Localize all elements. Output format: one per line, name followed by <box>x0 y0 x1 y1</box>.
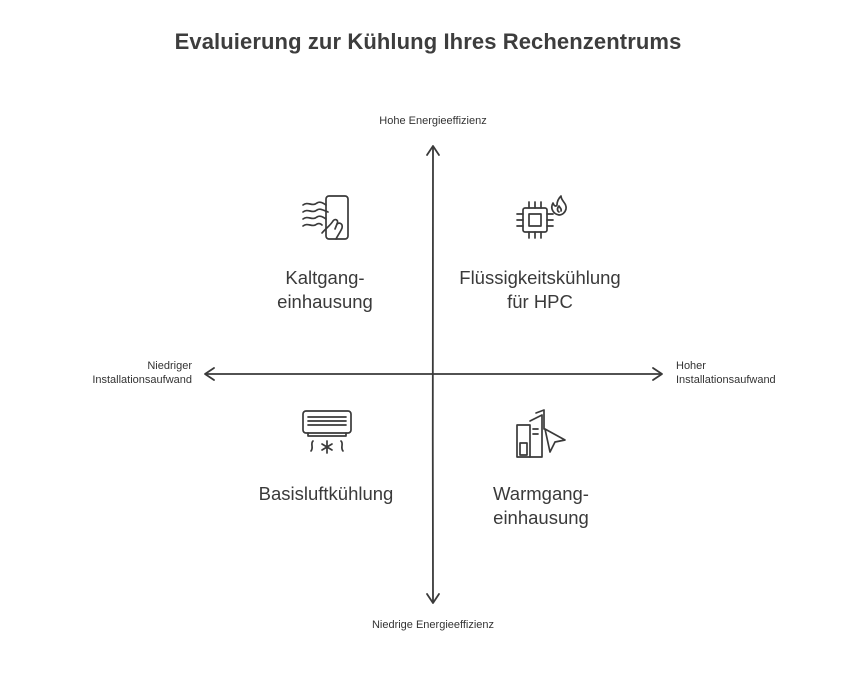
quadrant-label-bottom-right-line2: einhausung <box>493 507 589 528</box>
axis-label-left: Niedriger Installationsaufwand <box>40 359 192 387</box>
quadrant-label-bottom-right: Warmgang- einhausung <box>441 482 641 530</box>
quadrant-label-top-right: Flüssigkeitskühlung für HPC <box>440 266 640 314</box>
air-conditioner-icon <box>302 410 352 454</box>
horizontal-axis <box>205 372 662 376</box>
axis-label-bottom: Niedrige Energieeffizienz <box>371 619 495 631</box>
horizontal-axis-arrow-left <box>204 367 215 381</box>
vertical-axis <box>431 147 435 602</box>
horizontal-axis-arrow-right <box>652 367 663 381</box>
quadrant-label-top-left-line2: einhausung <box>277 291 373 312</box>
page-title: Evaluierung zur Kühlung Ihres Rechenzent… <box>174 29 682 54</box>
axis-label-right: Hoher Installationsaufwand <box>676 359 846 387</box>
axis-label-right-line2: Installationsaufwand <box>676 374 776 386</box>
quadrant-label-bottom-left: Basisluftkühlung <box>226 482 426 506</box>
vertical-axis-arrow-bottom <box>426 593 440 604</box>
cpu-flame-icon <box>516 195 567 239</box>
quadrant-label-bottom-right-line1: Warmgang- <box>493 483 589 504</box>
quadrant-label-top-right-line1: Flüssigkeitskühlung <box>459 267 621 288</box>
quadrant-label-bottom-left-line1: Basisluftkühlung <box>258 483 394 504</box>
quadrant-label-top-left-line1: Kaltgang- <box>285 267 365 288</box>
axis-label-left-line1: Niedriger <box>147 360 192 372</box>
server-rack-cursor-icon <box>516 409 566 458</box>
quadrant-label-top-right-line2: für HPC <box>507 291 573 312</box>
cold-air-wind-icon <box>302 195 349 240</box>
axis-label-top: Hohe Energieeffizienz <box>379 115 487 127</box>
quadrant-label-top-left: Kaltgang- einhausung <box>225 266 425 314</box>
axis-label-right-line1: Hoher <box>676 360 706 372</box>
axis-label-left-line2: Installationsaufwand <box>92 374 192 386</box>
vertical-axis-arrow-top <box>426 145 440 156</box>
